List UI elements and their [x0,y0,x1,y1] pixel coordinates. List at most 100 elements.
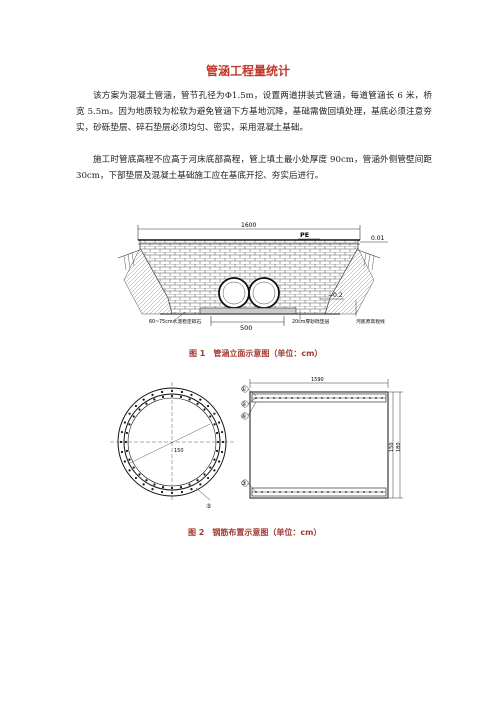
rebar-dot [291,397,293,399]
rebar-dot [142,398,145,401]
rebar-dot [123,460,126,463]
rebar-dot [216,431,219,435]
callout-3: ③ [241,480,246,487]
rebar-dot [209,415,212,418]
callout-2: ② [241,401,247,408]
note-mid-base: 20cm厚砂砾垫层 [292,318,330,325]
rebar-dot [339,397,341,399]
rebar-dot [291,491,293,493]
callout-4: ④ [241,413,246,420]
rebar-dot [203,473,206,476]
rebar-dot [303,397,305,399]
rebar-dot [206,476,210,480]
rebar-dot [125,449,128,453]
dim-top-length: 1590 [311,377,324,383]
rebar-dot [179,395,183,398]
dim-right-b: 180 [396,442,402,452]
rebar-dot [297,397,299,399]
rebar-dot [267,397,269,399]
rebar-dot [142,483,145,486]
rebar-dot [315,397,317,399]
rebar-dot [138,473,141,476]
rebar-dot [351,397,353,399]
rebar-dot [213,423,216,426]
rebar-dot [161,395,165,398]
rebar-dot [216,449,219,453]
rebar-dot [199,483,202,486]
dim-circle-diameter: 150 [174,448,184,454]
rebar-dot [345,397,347,399]
rebar-dot [309,397,311,399]
rebar-dot [161,486,165,489]
rebar-dot [321,491,323,493]
dim-right-a: 150 [389,442,395,452]
label-pe: PE [300,231,309,239]
rebar-dot [213,412,216,415]
rebar-dot [381,491,383,493]
rebar-dot [138,408,141,411]
culvert-pipe-left [218,277,250,309]
rebar-dot [209,466,212,469]
rebar-dot [196,479,199,482]
rebar-dot [196,402,199,405]
rebar-dot [120,450,124,454]
rebar-dot [213,458,216,461]
rebar-dot [363,491,365,493]
figure1-caption: 图 1 管涵立面示意图（单位：cm） [189,349,323,358]
rebar-dot [357,397,359,399]
rebar-dot [285,397,287,399]
rebar-circular-section: 150 ⑤ [110,382,234,510]
rebar-dot [279,491,281,493]
rebar-dot [206,404,210,408]
label-right-value: −0.2 [328,292,343,299]
note-left-base: 60~75cm水泥稳定碎石 [149,318,202,325]
rebar-dot [333,397,335,399]
rebar-dot [179,486,183,489]
rebar-dot [279,397,281,399]
rebar-dot [151,488,154,491]
rebar-dot [321,397,323,399]
rebar-dot [188,483,191,486]
rebar-dot [375,397,377,399]
rebar-dot [160,490,164,494]
rebar-dot [327,491,329,493]
rebar-dot [153,483,156,486]
rebar-dot [221,440,225,444]
paragraph-construction: 施工时管底高程不应高于河床底部高程，管上填土最小处厚度 90cm，管涵外侧管壁间… [76,155,432,181]
rebar-dot [188,398,191,401]
rebar-dot [273,491,275,493]
page-title: 管涵工程量统计 [205,64,290,78]
rebar-dot [261,491,263,493]
rebar-dot [180,490,184,494]
rebar-dot [134,404,138,408]
rebar-dot [145,479,148,482]
rebar-dot [120,430,124,434]
callout-5-circle: ⑤ [206,503,211,510]
rebar-dot [132,415,135,418]
rebar-dot [125,431,128,435]
rebar-dot [160,390,164,394]
rebar-dot [123,421,126,424]
rebar-dot [339,491,341,493]
rebar-dot [128,458,131,461]
rebar-dot [134,476,138,480]
figure2-caption: 图 2 钢筋布置示意图（单位：cm） [188,528,322,537]
rebar-dot [261,397,263,399]
rebar-dot [315,491,317,493]
rebar-dot [132,466,135,469]
rebar-dot [351,491,353,493]
rebar-dot [267,491,269,493]
paragraph-scheme: 该方案为混凝土管涵，管节孔径为Φ1.5m，设置两道拼装式管涵，每道管涵长 6 米… [76,91,432,133]
rebar-dot [151,393,154,396]
rebar-dot [203,408,206,411]
culvert-pipe-right [248,277,280,309]
rebar-dot [213,469,216,472]
rebar-dot [180,390,184,394]
note-right-base: 河底原高程线 [356,318,385,325]
rebar-dot [303,491,305,493]
rebar-dot [369,491,371,493]
rebar-dot [145,402,148,405]
rebar-dot [218,460,221,463]
label-top-right: 0.01 [371,235,385,242]
